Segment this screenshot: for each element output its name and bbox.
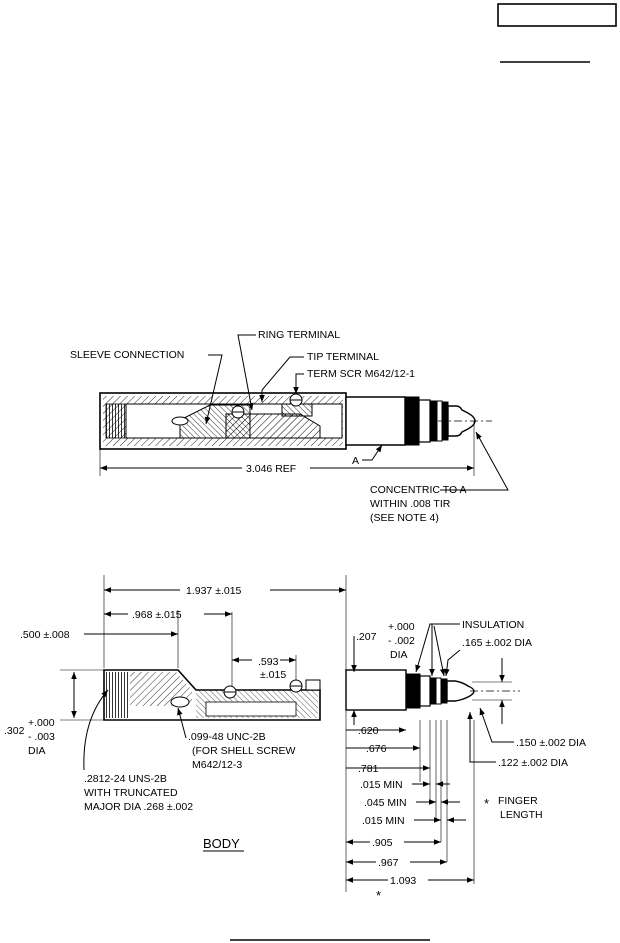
callout-tip-terminal: TIP TERMINAL <box>259 351 379 402</box>
label-207: .207 <box>356 631 377 643</box>
label-star-1093: * <box>376 888 381 903</box>
body-view-title: BODY <box>203 836 240 851</box>
label-905: .905 <box>372 837 393 849</box>
label-302-minus: - .003 <box>28 731 55 743</box>
label-ring-terminal: RING TERMINAL <box>258 329 340 341</box>
title-block-box <box>497 3 617 27</box>
callout-insulation: INSULATION <box>415 619 524 677</box>
label-967: .967 <box>378 857 399 869</box>
dim-207: .207 +.000 - .002 DIA <box>351 621 415 725</box>
label-593-tol: ±.015 <box>260 669 286 681</box>
callout-ring-terminal: RING TERMINAL <box>237 329 340 411</box>
label-unc-1: .099-48 UNC-2B <box>188 731 266 743</box>
label-finger-2: LENGTH <box>500 809 543 821</box>
label-207-dia: DIA <box>390 649 408 661</box>
label-unc-2: (FOR SHELL SCREW <box>192 745 296 757</box>
callout-concentric: CONCENTRIC TO A WITHIN .008 TIR (SEE NOT… <box>370 431 509 524</box>
dim-1937: 1.937 ±.015 <box>104 585 346 597</box>
label-045: .045 MIN <box>364 797 407 809</box>
label-concentric-1: CONCENTRIC TO A <box>370 484 466 496</box>
plug-assembly-view <box>99 392 492 450</box>
dim-968: .968 ±.015 <box>104 609 232 621</box>
label-207-plus: +.000 <box>388 621 415 633</box>
body-section-view <box>103 669 520 721</box>
callout-sleeve-connection: SLEEVE CONNECTION <box>70 349 223 425</box>
dim-165: .165 ±.002 DIA <box>444 637 532 724</box>
label-sleeve-connection: SLEEVE CONNECTION <box>70 349 184 361</box>
label-uns-2: WITH TRUNCATED <box>84 787 178 799</box>
label-122: .122 ±.002 DIA <box>498 757 568 769</box>
label-302: .302 <box>4 725 25 737</box>
note-finger-length: * FINGER LENGTH <box>484 795 543 821</box>
label-302-dia: DIA <box>28 745 46 757</box>
label-781: .781 <box>358 763 379 775</box>
label-593: .593 <box>258 656 279 668</box>
dim-stack: .620 .676 .781 .015 MIN .045 MIN .015 MI… <box>346 720 475 903</box>
dim-500: .500 ±.008 <box>20 629 178 641</box>
label-676: .676 <box>366 743 387 755</box>
label-150: .150 ±.002 DIA <box>516 737 586 749</box>
label-207-minus: - .002 <box>388 635 415 647</box>
label-finger-star: * <box>484 796 489 811</box>
dim-overall-length: 3.046 REF <box>99 421 475 476</box>
label-500: .500 ±.008 <box>20 629 70 641</box>
label-concentric-2: WITHIN .008 TIR <box>370 498 451 510</box>
dim-593: .593 ±.015 <box>232 656 296 681</box>
label-concentric-3: (SEE NOTE 4) <box>370 512 439 524</box>
callout-datum-a: A <box>352 444 383 467</box>
callout-term-screw: TERM SCR M642/12-1 <box>293 368 415 394</box>
dim-302: .302 +.000 - .003 DIA <box>4 672 77 757</box>
label-unc-3: M642/12-3 <box>192 759 242 771</box>
label-015-b: .015 MIN <box>362 815 405 827</box>
label-1937: 1.937 ±.015 <box>186 585 242 597</box>
label-1093: 1.093 <box>390 875 416 887</box>
label-uns-1: .2812-24 UNS-2B <box>84 773 167 785</box>
label-302-plus: +.000 <box>28 717 55 729</box>
label-datum-a: A <box>352 455 359 467</box>
label-term-screw: TERM SCR M642/12-1 <box>307 368 415 380</box>
label-165: .165 ±.002 DIA <box>462 637 532 649</box>
label-968: .968 ±.015 <box>132 609 182 621</box>
label-finger-1: FINGER <box>498 795 538 807</box>
label-015-a: .015 MIN <box>360 779 403 791</box>
label-insulation: INSULATION <box>462 619 524 631</box>
dim-150-122: .150 ±.002 DIA .122 ±.002 DIA <box>467 707 586 769</box>
label-overall-length: 3.046 REF <box>246 463 296 475</box>
note-uns-thread: .2812-24 UNS-2B WITH TRUNCATED MAJOR DIA… <box>83 689 193 813</box>
label-620: .620 <box>358 725 379 737</box>
note-unc-thread: .099-48 UNC-2B (FOR SHELL SCREW M642/12-… <box>177 707 296 771</box>
label-uns-3: MAJOR DIA .268 ±.002 <box>84 801 193 813</box>
label-tip-terminal: TIP TERMINAL <box>307 351 379 363</box>
